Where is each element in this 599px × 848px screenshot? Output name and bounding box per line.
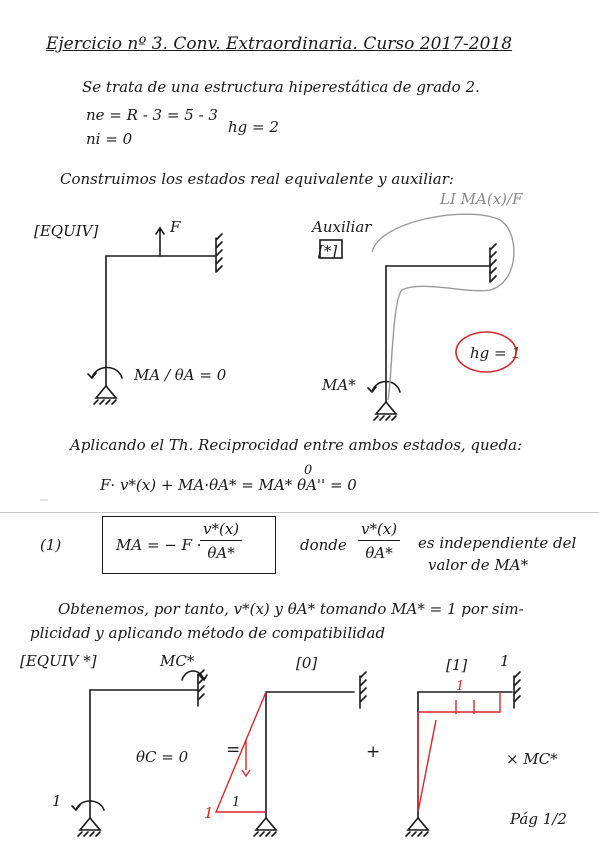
result-lhs: MA = − F · [116,536,202,554]
frame-equiv-star [89,689,199,819]
wall-equiv-star [197,669,205,707]
donde-fraction: v*(x) θA* [358,520,401,562]
divider [0,512,599,513]
times-mc-label: × MC* [506,750,558,768]
mc-star-label: MC* [160,652,195,670]
intro-line-1: Se trata de una estructura hiperestática… [82,78,480,96]
donde-label: donde [300,536,347,554]
auxiliar-label: Auxiliar [312,218,372,236]
support-equiv-star [77,816,102,837]
page-title: Ejercicio nº 3. Conv. Extraordinaria. Cu… [46,34,513,54]
moment-arrow-auxiliar [367,380,401,394]
red-diagram-state-0 [214,691,267,813]
one-left-label: 1 [52,792,62,810]
auxiliar-box-label: [*] [318,242,338,260]
red-diagram-state-1 [417,692,501,813]
result-fraction-num: v*(x) [200,520,243,541]
equals-sign: = [226,740,241,760]
obtain-line-1: Obtenemos, por tanto, v*(x) y θA* tomand… [58,600,524,618]
wall-state-0 [359,671,367,709]
hg1-circle [455,331,517,373]
obtain-line-2: plicidad y aplicando método de compatibi… [30,624,386,642]
state-1-label: [1] [446,656,468,674]
frame-state-1 [417,691,513,819]
support-equiv [93,384,118,405]
page-number: Pág 1/2 [510,810,567,828]
frame-auxiliar [385,265,491,403]
result-fraction-den: θA* [207,544,235,562]
moment-arrow-equiv [87,366,123,380]
result-fraction: v*(x) θA* [200,520,243,562]
note-line-1: es independiente del [418,534,577,552]
wall-auxiliar [489,243,497,283]
state-0-label: [0] [296,654,318,672]
support-state-0 [253,816,278,837]
support-auxiliar [373,400,398,421]
donde-fraction-num: v*(x) [358,520,401,541]
plus-sign: + [366,742,381,762]
hg-formula: hg = 2 [228,118,279,136]
theta-c-label: θC = 0 [136,748,189,766]
one-small-label: 1 [232,795,241,810]
moment-arrow-left [71,800,105,812]
wall-state-1 [513,671,521,709]
equation-number: (1) [40,536,62,554]
ne-formula: ne = R - 3 = 5 - 3 [86,106,218,124]
result-box [102,516,276,574]
li-label: LI MA(x)/F [440,190,523,208]
support-state-1 [405,816,430,837]
wall-equiv [215,233,223,273]
frame-state-0 [265,691,355,819]
influence-line-shape [371,213,515,401]
force-arrow [155,226,165,257]
force-label: F [170,218,181,236]
moment-arrow-mc [181,670,208,682]
red-one-label: 1 [204,804,214,822]
reciprocity-equation: F· v*(x) + MA·θA* = MA* θA'' = 0 [100,476,357,494]
moment-ma-label: MA / θA = 0 [134,366,227,384]
frame-equiv [105,255,217,387]
auxiliar-box [319,239,343,259]
red-one-top-label: 1 [456,679,465,694]
equiv-label: [EQUIV] [34,222,99,240]
equiv-star-label: [EQUIV *] [20,652,97,670]
hg1-label: hg = 1 [470,344,521,362]
reciprocity-line: Aplicando el Th. Reciprocidad entre ambo… [70,436,523,454]
moment-ma-star-label: MA* [322,376,356,394]
one-top-label: 1 [500,652,510,670]
ni-formula: ni = 0 [86,130,133,148]
donde-fraction-den: θA* [365,544,393,562]
zero-mark: 0 [304,463,313,478]
intro-line-2: Construimos los estados real equivalente… [60,170,454,188]
note-line-2: valor de MA* [428,556,529,574]
